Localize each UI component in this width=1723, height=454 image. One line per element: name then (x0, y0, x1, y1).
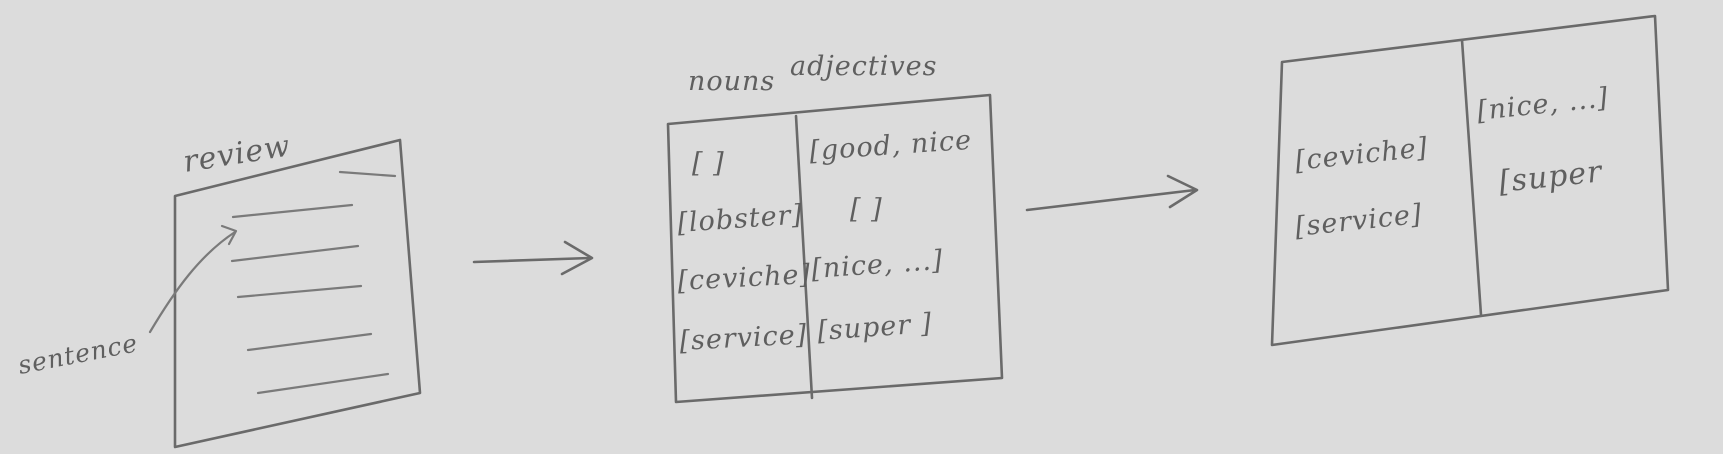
review-text-line (236, 284, 363, 299)
adjective-cell: [ ] (850, 194, 883, 225)
result-table-outline (1270, 14, 1670, 347)
arrow-head (1166, 174, 1199, 209)
review-title-pointer (338, 170, 397, 178)
adjective-cell: [nice, ...] (810, 245, 944, 285)
result-column-divider (1460, 38, 1483, 317)
sentence-label: sentence (16, 328, 141, 380)
noun-cell: [ ] (692, 148, 725, 179)
review-title: review (181, 128, 293, 179)
result-adjective-cell: [nice, ...] (1475, 82, 1610, 127)
review-document: review sentence (16, 128, 422, 449)
result-noun-cell: [service] (1293, 199, 1423, 243)
result-table: [ceviche] [nice, ...] [service] [super (1270, 14, 1670, 347)
arrow-head (560, 240, 594, 276)
sentence-pointer-head (220, 224, 238, 246)
arrow-table-to-result (1025, 174, 1199, 212)
noun-cell: [ceviche] (677, 259, 812, 297)
arrow-shaft (472, 256, 592, 264)
adjective-cell: [super ] (816, 308, 933, 347)
sentence-pointer (148, 230, 237, 334)
review-page-outline (173, 138, 422, 449)
arrow-shaft (1025, 188, 1197, 212)
result-adjective-cell: [super (1497, 154, 1604, 200)
review-text-line (256, 372, 390, 395)
review-text-line (230, 244, 360, 263)
result-noun-cell: [ceviche] (1293, 132, 1429, 177)
adjective-cell: [good, nice (808, 125, 973, 167)
header-adjectives: adjectives (790, 51, 937, 82)
table-column-divider (794, 114, 814, 400)
nouns-adjectives-table: nouns adjectives [ ] [good, nice [lobste… (666, 51, 1004, 404)
review-text-line (246, 332, 373, 352)
header-nouns: nouns (688, 66, 775, 97)
arrow-review-to-table (472, 240, 594, 276)
table-outline (666, 93, 1004, 404)
noun-cell: [service] (679, 319, 808, 357)
review-text-line (231, 203, 354, 219)
noun-cell: [lobster] (676, 199, 804, 239)
